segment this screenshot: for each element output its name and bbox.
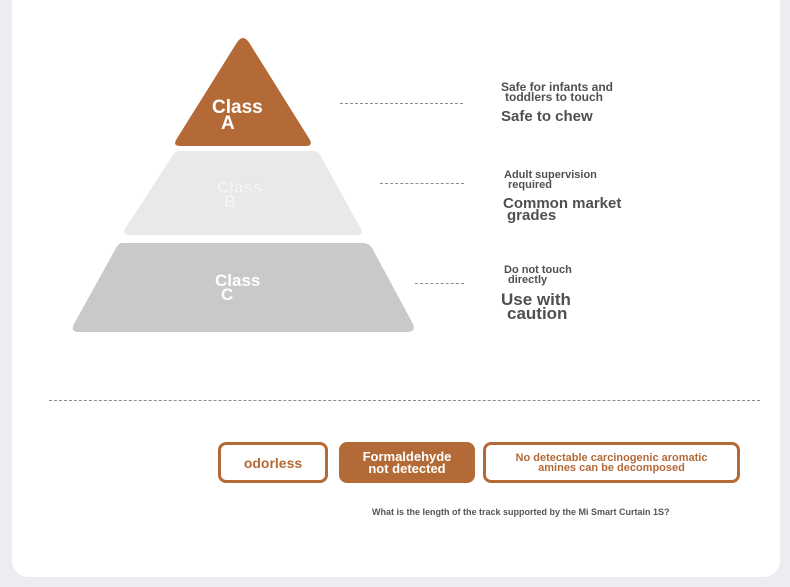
formaldehyde-badge: Formaldehyde not detected [339,442,475,483]
section-divider [49,400,760,401]
tier-c-label: Class C [215,271,261,304]
tier-c-shape [72,243,414,332]
tier-a-shape [175,38,311,146]
tier-b-label: Class B [217,178,263,211]
tier-c-description: Do not touch directly Use with caution [501,264,572,323]
tier-b-shape [124,151,362,235]
tier-b-description: Adult supervision required Common market… [503,169,622,224]
connector-a [340,103,463,104]
tier-a-description: Safe for infants and toddlers to touch S… [501,80,614,125]
connector-c [415,283,464,284]
amines-badge: No detectable carcinogenic aromatic amin… [483,442,740,483]
odorless-badge: odorless [218,442,328,483]
connector-b [380,183,464,184]
question-text: What is the length of the track supporte… [372,507,670,517]
tier-a-label: Class A [212,97,263,134]
